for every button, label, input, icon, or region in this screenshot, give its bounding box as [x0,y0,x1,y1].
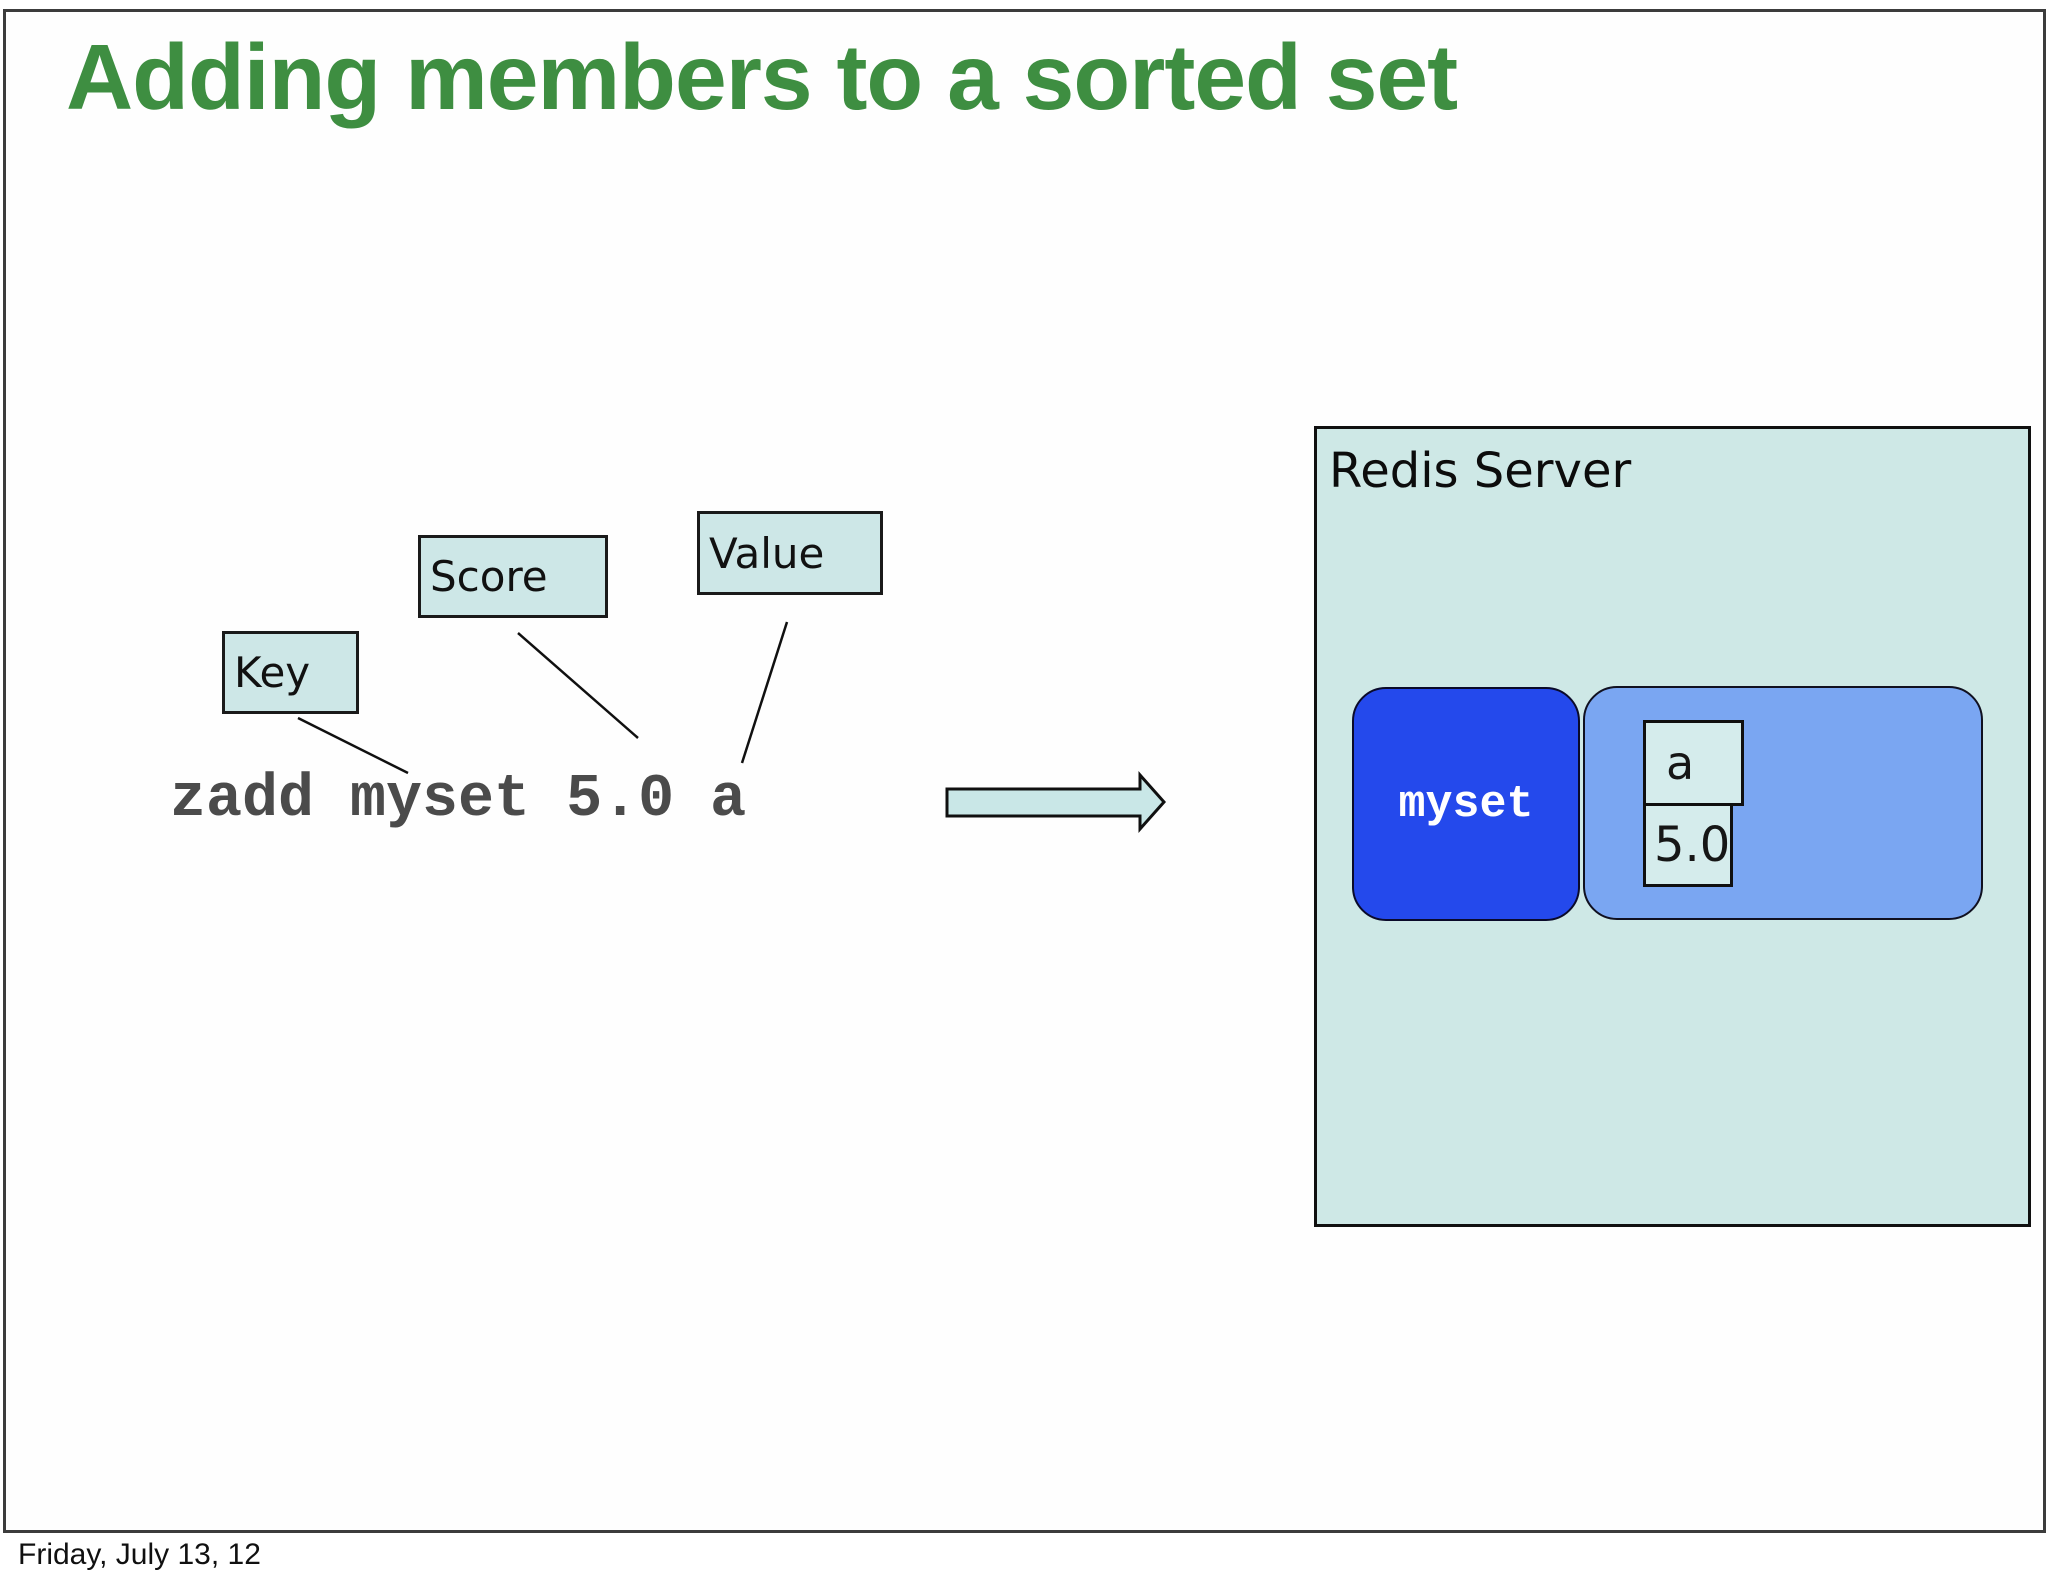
member-score: 5.0 [1654,817,1731,873]
member-score-cell: 5.0 [1643,803,1733,887]
score-label-box: Score [418,535,608,618]
key-label-box: Key [222,631,359,714]
member-value-cell: a [1643,720,1744,806]
page-title: Adding members to a sorted set [66,25,1458,129]
footer-date: Friday, July 13, 12 [18,1538,261,1571]
key-label: Key [234,648,311,697]
sorted-set-key-box: myset [1352,687,1580,921]
value-label: Value [709,528,825,578]
member-value: a [1666,736,1695,790]
redis-server-box: Redis Server myset a 5.0 [1314,426,2031,1227]
redis-command-text: zadd myset 5.0 a [170,766,747,834]
redis-server-title: Redis Server [1329,443,1632,499]
sorted-set-members-box: a 5.0 [1583,686,1983,920]
value-label-box: Value [697,511,883,595]
score-label: Score [430,552,548,601]
sorted-set-key-name: myset [1398,778,1534,830]
